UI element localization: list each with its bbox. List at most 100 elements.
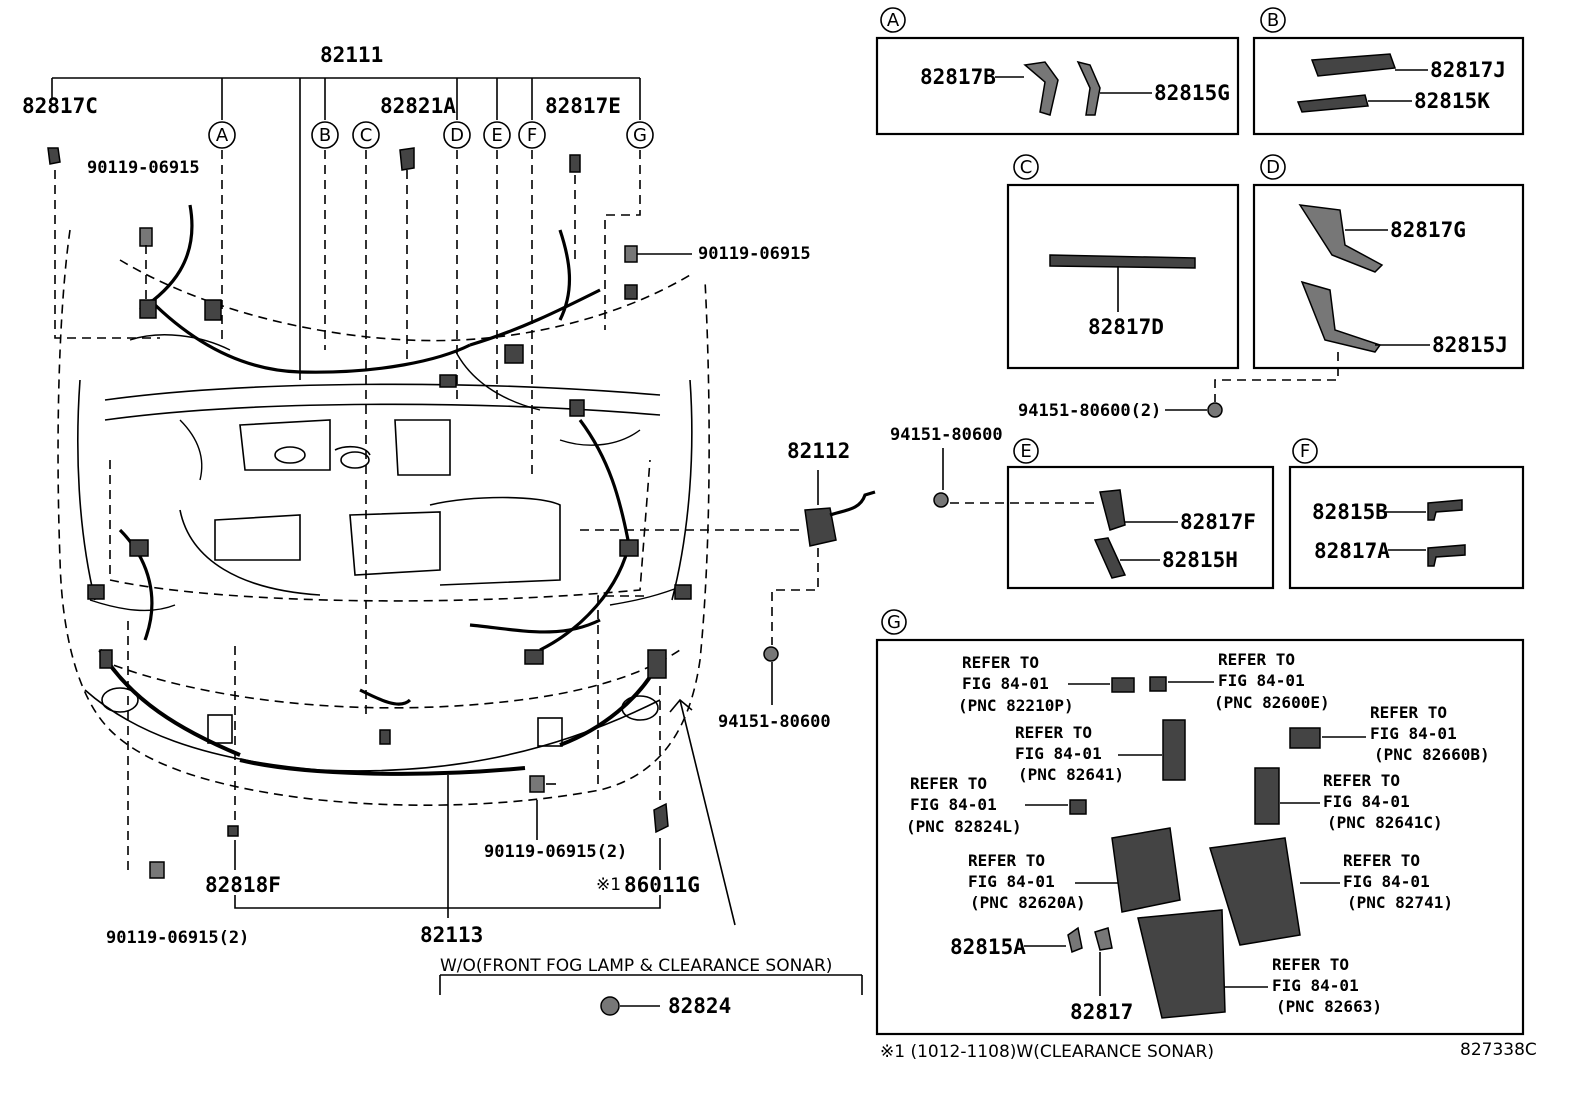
refer-4-line1: REFER TO (1370, 703, 1447, 722)
detail-c-letter: C (1020, 157, 1033, 178)
label-82817F: 82817F (1180, 510, 1256, 534)
refer-5-pnc: (PNC 82824L) (906, 817, 1022, 836)
fuse-block-82641C-icon (1254, 767, 1280, 825)
detail-b-box (1252, 36, 1525, 136)
callout-a-label: A (216, 125, 229, 146)
clip-82818F-icon (227, 825, 239, 837)
bolt-lower-left-icon (149, 861, 165, 879)
relay-82660B-icon (1289, 727, 1321, 749)
bracket-82815G-icon (1076, 60, 1101, 116)
refer-5-line2: FIG 84-01 (910, 795, 997, 814)
label-90119-upper-left: 90119-06915 (87, 158, 200, 178)
callout-e-label: E (491, 125, 502, 146)
callout-f-circle (518, 121, 546, 149)
box-82663-icon (1137, 909, 1226, 1019)
bolt-upper-right-icon (624, 245, 638, 263)
detail-b: B 82817J 82815K (1252, 7, 1525, 136)
refer-3-pnc: (PNC 82641) (1018, 765, 1124, 784)
label-90119-center: 90119-06915(2) (484, 842, 627, 862)
clip-82821A-icon (399, 147, 415, 171)
detail-d: D 82817G 82815J 94151-80600(2) (1018, 154, 1525, 421)
callout-b-circle (311, 121, 339, 149)
label-82824: 82824 (668, 994, 731, 1018)
refer-2-line2: FIG 84-01 (1218, 671, 1305, 690)
main-part-icons (47, 147, 876, 1016)
callout-f-label: F (527, 125, 537, 146)
bracket-82817F-icon (1099, 489, 1126, 531)
refer-8-pnc: (PNC 82741) (1347, 893, 1453, 912)
refer-2-pnc: (PNC 82600E) (1214, 693, 1330, 712)
label-82815H: 82815H (1162, 548, 1238, 572)
detail-f-box (1288, 465, 1525, 590)
label-82815A: 82815A (950, 935, 1026, 959)
bracket-82817-icon (1094, 927, 1113, 951)
label-86011G: 86011G (624, 873, 700, 897)
refer-3-line1: REFER TO (1015, 723, 1092, 742)
label-82815J: 82815J (1432, 333, 1508, 357)
label-86011G-mark: ※1 (596, 875, 621, 895)
variant-caption: W/O(FRONT FOG LAMP & CLEARANCE SONAR) (440, 956, 832, 976)
bolt-lower-center-icon (529, 775, 545, 793)
refer-4-line2: FIG 84-01 (1370, 724, 1457, 743)
detail-c: C 82817D (1006, 154, 1240, 370)
label-82815G: 82815G (1154, 81, 1230, 105)
callout-g-circle (626, 121, 654, 149)
label-94151-pair: 94151-80600(2) (1018, 401, 1161, 421)
clip-82817C-icon (47, 147, 61, 165)
label-82818F: 82818F (205, 873, 281, 897)
detail-e: E 94151-80600 82817F 82815H (890, 425, 1275, 590)
label-82817B: 82817B (920, 65, 996, 89)
fuse-82824L-icon (1069, 799, 1087, 815)
harness-82112-icon (804, 507, 837, 547)
refer-1-line1: REFER TO (962, 653, 1039, 672)
callout-a-circle (208, 121, 236, 149)
bracket-82817B-icon (1023, 61, 1059, 116)
callout-g-label: G (633, 125, 647, 146)
clip-82817E-icon (569, 154, 581, 173)
label-94151-upper: 94151-80600 (890, 425, 1003, 445)
clip-82824-icon (600, 996, 620, 1016)
label-82817: 82817 (1070, 1000, 1133, 1024)
detail-e-letter: E (1020, 441, 1031, 462)
arrow-view-icon (669, 698, 736, 926)
detail-g: G REFER TO FIG 84-01 (PNC 82210P) REFER … (875, 609, 1525, 1036)
refer-9-line1: REFER TO (1272, 955, 1349, 974)
detail-a-letter: A (887, 10, 900, 31)
label-82815K: 82815K (1414, 89, 1490, 113)
clip-94151-icon (763, 646, 779, 662)
refer-7-pnc: (PNC 82620A) (970, 893, 1086, 912)
label-82815B: 82815B (1312, 500, 1388, 524)
bracket-82815A-icon (1067, 926, 1083, 954)
bolt-upper-left-icon (139, 227, 153, 247)
bracket-82817A-icon (1427, 544, 1466, 567)
footnote: ※1 (1012-1108)W(CLEARANCE SONAR) (880, 1042, 1214, 1062)
refer-8-line1: REFER TO (1343, 851, 1420, 870)
bracket-82815H-icon (1093, 537, 1127, 579)
bracket-82815B-icon (1427, 499, 1463, 521)
refer-2-line1: REFER TO (1218, 650, 1295, 669)
sensor-86011G-icon (653, 802, 669, 834)
label-90119-lower-left: 90119-06915(2) (106, 928, 249, 948)
detail-f-letter: F (1300, 441, 1310, 462)
callout-d-label: D (450, 125, 464, 146)
fuse-block-82641-icon (1162, 719, 1186, 781)
refer-6-pnc: (PNC 82641C) (1327, 813, 1443, 832)
detail-g-box (875, 638, 1525, 1036)
bracket-82817G-icon (1298, 204, 1384, 273)
detail-g-letter: G (887, 612, 901, 633)
refer-8-line2: FIG 84-01 (1343, 872, 1430, 891)
label-82111: 82111 (320, 43, 383, 67)
refer-9-pnc: (PNC 82663) (1276, 997, 1382, 1016)
label-82817E: 82817E (545, 94, 621, 118)
refer-1-line2: FIG 84-01 (962, 674, 1049, 693)
main-part-labels: 82111 82817C 82821A 82817E 90119-06915 9… (22, 43, 850, 1018)
refer-6-line1: REFER TO (1323, 771, 1400, 790)
bracket-82817D-icon (1049, 254, 1196, 269)
label-82817G: 82817G (1390, 218, 1466, 242)
refer-3-line2: FIG 84-01 (1015, 744, 1102, 763)
label-82817A: 82817A (1314, 539, 1390, 563)
main-leader-lines (51, 77, 863, 1007)
relay-82210P-icon (1111, 677, 1135, 693)
callout-c-label: C (360, 125, 373, 146)
